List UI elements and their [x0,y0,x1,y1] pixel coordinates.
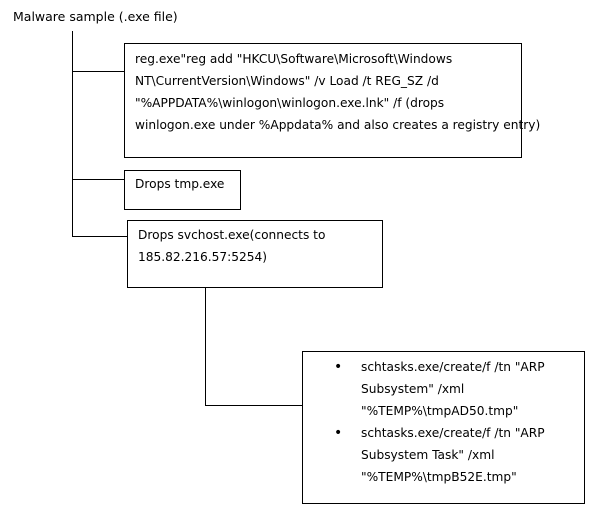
reg-line-4-text: winlogon.exe under %Appdata% and also cr… [135,118,541,132]
list-item: • schtasks.exe/create/f /tn "ARP Subsyst… [303,422,584,488]
registry-command-box: reg.exe"reg add "HKCU\Software\Microsoft… [124,43,540,158]
reg-line-2-text: NT\CurrentVersion\Windows" /v Load /t RE… [135,74,439,88]
trunk-vertical-line [72,31,73,236]
reg-line-3: "%APPDATA%\winlogon\winlogon.exe.lnk" /f… [135,92,521,114]
reg-line-2: NT\CurrentVersion\Windows" /v Load /t RE… [135,70,521,92]
connector-to-svchost-box [72,236,128,237]
schtasks-2-line-3: "%TEMP%\tmpB52E.tmp" [361,470,517,484]
bullet-icon: • [334,425,343,441]
svchost-vertical-line [205,288,206,405]
drops-tmp-text: Drops tmp.exe [135,177,225,191]
schtasks-2-line-2: Subsystem Task" /xml [361,448,495,462]
schtasks-box: • schtasks.exe/create/f /tn "ARP Subsyst… [302,351,585,504]
schtasks-list: • schtasks.exe/create/f /tn "ARP Subsyst… [303,356,584,488]
connector-to-reg-box [72,71,125,72]
reg-line-4: winlogon.exe under %Appdata% and also cr… [135,114,540,136]
connector-to-tmp-box [72,179,125,180]
drops-tmp-box: Drops tmp.exe [124,170,241,210]
reg-line-1: reg.exe"reg add "HKCU\Software\Microsoft… [135,48,521,70]
schtasks-1-line-3: "%TEMP%\tmpAD50.tmp" [361,404,519,418]
svchost-line-1: Drops svchost.exe(connects to [138,228,326,242]
reg-line-1-text: reg.exe"reg add "HKCU\Software\Microsoft… [135,52,453,66]
bullet-icon: • [334,359,343,375]
reg-line-3-text: "%APPDATA%\winlogon\winlogon.exe.lnk" /f… [135,96,445,110]
svchost-line-2: 185.82.216.57:5254) [138,250,268,264]
schtasks-1-line-1: schtasks.exe/create/f /tn "ARP [361,360,545,374]
drops-svchost-box: Drops svchost.exe(connects to 185.82.216… [127,220,383,288]
schtasks-2-line-1: schtasks.exe/create/f /tn "ARP [361,426,545,440]
connector-to-schtasks-box [205,405,303,406]
list-item: • schtasks.exe/create/f /tn "ARP Subsyst… [303,356,584,422]
schtasks-1-line-2: Subsystem" /xml [361,382,465,396]
root-node-label: Malware sample (.exe file) [13,9,178,24]
